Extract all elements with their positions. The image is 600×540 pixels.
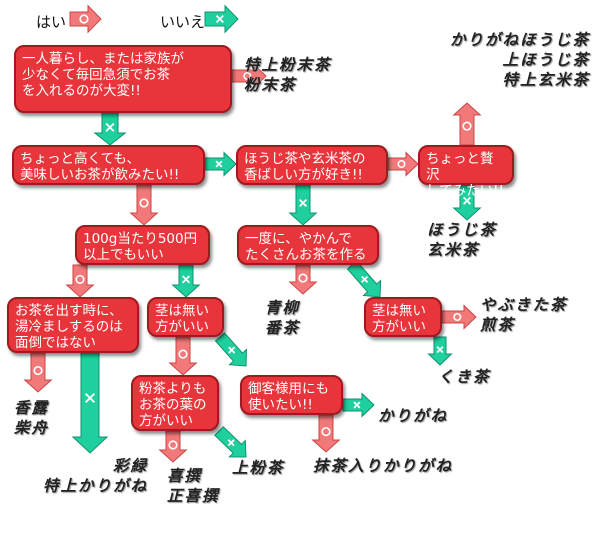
- arrow-q8-no: [214, 332, 248, 367]
- question-box-luxury: ちょっと贅沢 してみたい!!: [418, 145, 514, 199]
- result-karigane: かりがね: [378, 406, 449, 425]
- arrow-q11-yes: [311, 414, 341, 453]
- arrow-q2-no: [204, 151, 237, 177]
- question-box-for-guests: 御客様用にも 使いたい!!: [240, 375, 343, 415]
- arrow-q6-yes: [288, 264, 318, 295]
- result-sairoku-karigane: 彩緑 特上かりがね: [42, 456, 148, 495]
- result-kisen: 喜撰 正喜撰: [167, 466, 220, 505]
- result-konacha: 上粉茶: [232, 458, 285, 477]
- arrow-q5-no: [171, 264, 201, 298]
- arrow-q3-no: [288, 184, 318, 226]
- arrow-q4-no: [452, 184, 482, 221]
- question-box-tea-leaves: 粉茶よりも お茶の葉の 方がいい: [131, 375, 219, 431]
- arrow-q10-yes: [158, 430, 188, 463]
- question-box-delicious-tea: ちょっと高くても、 美味しいお茶が飲みたい!!: [12, 145, 205, 185]
- question-box-roasted-tea: ほうじ茶や玄米茶の 香ばしい方が好き!!: [236, 145, 388, 185]
- question-box-kettle: 一度に、やかんで たくさんお茶を作る: [237, 225, 379, 265]
- arrow-q2-yes: [129, 184, 159, 226]
- arrow-q9-yes: [441, 304, 477, 330]
- arrow-q3-yes: [387, 151, 419, 177]
- result-yabukita-sencha: やぶきた茶 煎茶: [480, 295, 568, 334]
- arrow-q7-yes: [23, 352, 53, 393]
- question-box-no-stem-2: 茎は無い 方がいい: [364, 297, 442, 337]
- arrow-q11-no: [342, 392, 375, 418]
- arrow-q8-yes: [168, 336, 198, 376]
- question-box-living-alone: 一人暮らし、または家族が 少なくて毎回急須でお茶 を入れるのが大変!!: [14, 45, 232, 113]
- question-box-price: 100g当たり500円 以上でもいい: [75, 225, 210, 265]
- question-box-cooling-water: お茶を出す時に、 湯冷ましするのは 面倒ではない: [7, 297, 139, 353]
- legend-no-arrow: [204, 4, 239, 34]
- result-kouro-shibafune: 香露 柴舟: [14, 398, 50, 437]
- result-luxury-teas: かりがねほうじ茶 上ほうじ茶 特上玄米茶: [449, 30, 590, 89]
- result-aoyagi-bancha: 青柳 番茶: [265, 298, 301, 337]
- arrow-q6-no: [346, 260, 382, 298]
- result-houji-genmai: ほうじ茶 玄米茶: [427, 220, 498, 259]
- result-powder-tea: 特上粉末茶 粉末茶: [244, 55, 332, 94]
- arrow-q5-yes: [65, 264, 95, 298]
- arrow-q9-no: [427, 336, 453, 366]
- arrow-q10-no: [214, 425, 247, 458]
- arrow-q1-no: [93, 112, 127, 146]
- legend-no-label: いいえ: [160, 13, 206, 31]
- legend-yes-label: はい: [36, 13, 67, 31]
- question-box-no-stem-1: 茎は無い 方がいい: [147, 297, 224, 337]
- arrow-q1-yes: [231, 63, 267, 89]
- result-kukicha: くき茶: [438, 367, 491, 386]
- arrow-q7-no: [71, 352, 109, 454]
- legend-yes-arrow: [69, 4, 102, 34]
- arrow-q4-yes: [452, 102, 482, 146]
- result-matcha-karigane: 抹茶入りかりがね: [313, 456, 454, 475]
